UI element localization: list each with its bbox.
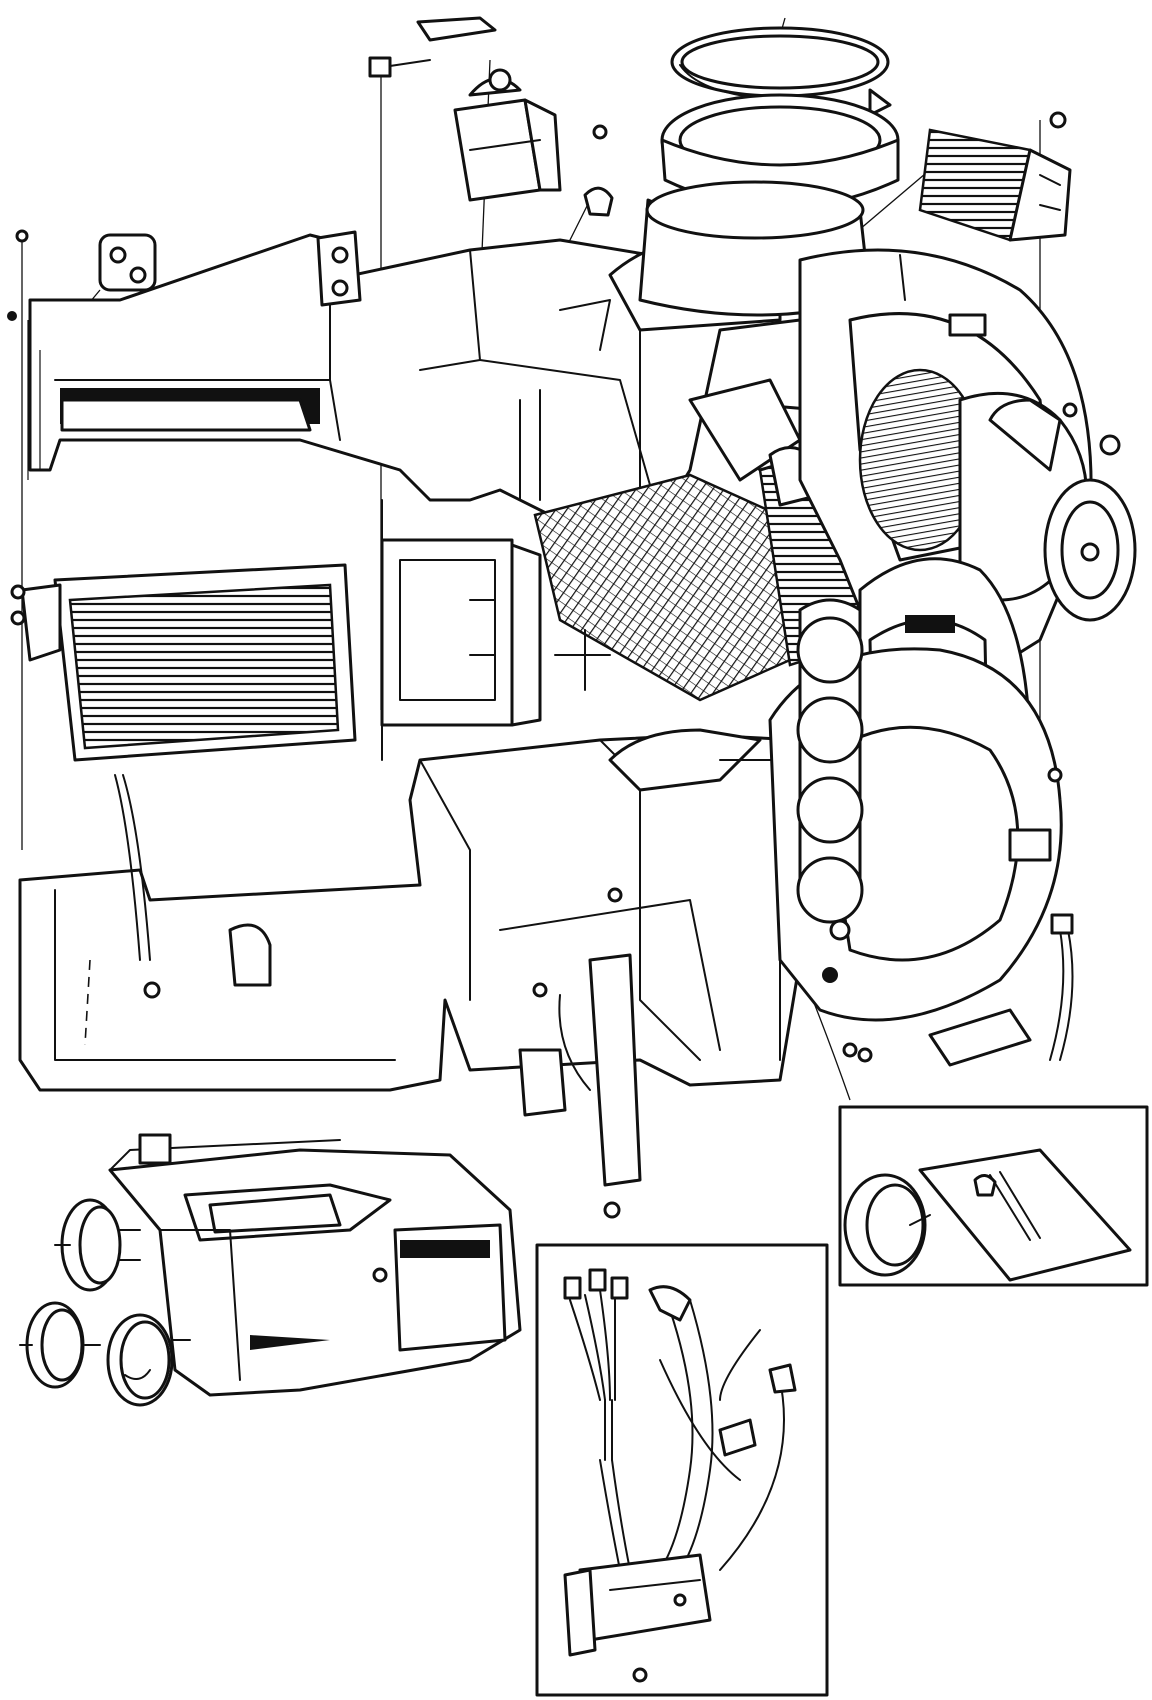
vacuum-actuator-1: [55, 1200, 140, 1290]
blend-door: [382, 500, 540, 760]
fasteners: [534, 404, 1076, 996]
filter-ring-stack: [798, 600, 862, 922]
vacuum-actuator-3: [108, 1315, 190, 1405]
vacuum-actuator-2: [20, 1303, 100, 1387]
vacuum-door-inset: [840, 1107, 1147, 1285]
vacuum-door-actuator: [845, 1150, 1130, 1280]
grommet: [585, 188, 612, 215]
lower-housing: [20, 730, 810, 1090]
heater-core: [12, 565, 355, 760]
center-bracket: [520, 955, 640, 1217]
duct-seal: [662, 95, 898, 208]
temperature-sensor: [859, 915, 1073, 1065]
blower-resistor: [920, 113, 1070, 240]
wiring-harness: [565, 1270, 795, 1681]
vacuum-tank: [370, 18, 606, 200]
wiring-harness-inset: [537, 1245, 827, 1695]
upper-housing: [7, 232, 830, 520]
duct-clamp-ring: [672, 28, 890, 115]
vacuum-actuator-assembly: [110, 1135, 520, 1395]
blower-motor-fan: [860, 370, 1135, 620]
mounting-gasket: [17, 231, 155, 290]
cross-gasket: [555, 630, 610, 690]
